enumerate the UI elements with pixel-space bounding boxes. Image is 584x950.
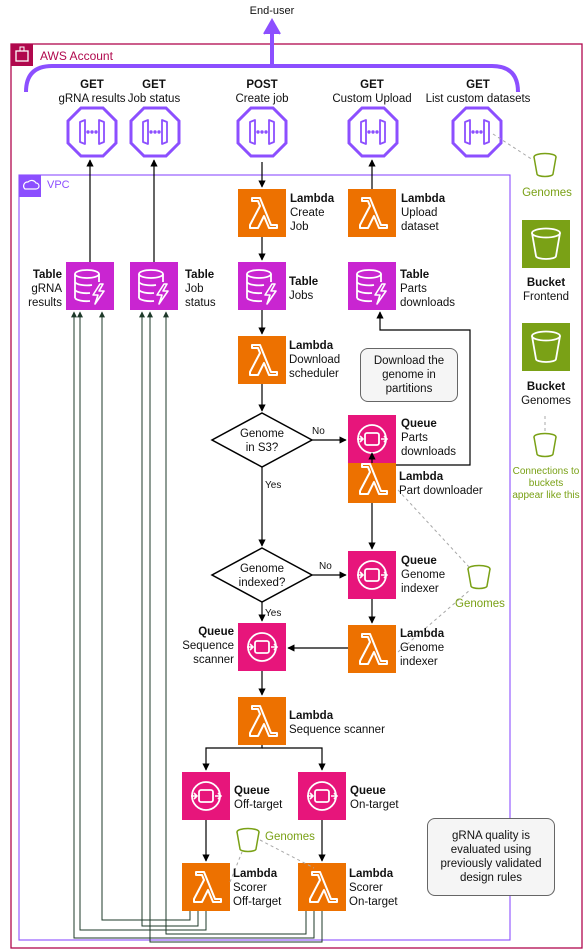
s3-small-icon — [236, 827, 260, 853]
sqs-queue-icon[interactable] — [237, 622, 287, 672]
s3-bucket-icon[interactable] — [521, 219, 571, 269]
yes-label: Yes — [265, 480, 282, 491]
yes-label: Yes — [265, 608, 282, 619]
note-grna-quality: gRNA quality is evaluated using previous… — [427, 818, 555, 896]
dynamodb-table-icon[interactable] — [237, 261, 287, 311]
lambda-icon[interactable] — [181, 862, 231, 912]
lambda-icon[interactable] — [237, 696, 287, 746]
genomes-bucket-label: Genomes — [522, 187, 572, 199]
lambda-icon[interactable] — [297, 862, 347, 912]
sqs-queue-icon[interactable] — [181, 771, 231, 821]
end-user-label: End-user — [249, 5, 295, 17]
api-gateway-icon[interactable] — [451, 106, 503, 158]
s3-small-icon — [533, 152, 557, 178]
vpc-boundary — [18, 174, 511, 941]
lambda-icon[interactable] — [347, 188, 397, 238]
api-gateway-icon[interactable] — [236, 106, 288, 158]
sqs-queue-icon[interactable] — [297, 771, 347, 821]
dynamodb-table-icon[interactable] — [65, 261, 115, 311]
lambda-icon[interactable] — [347, 624, 397, 674]
no-label: No — [319, 561, 332, 572]
bucket-legend-text: Connections to buckets appear like this — [512, 466, 580, 501]
no-label: No — [312, 426, 325, 437]
lambda-icon[interactable] — [237, 188, 287, 238]
s3-small-icon — [467, 564, 491, 590]
aws-account-boundary — [10, 43, 583, 949]
api-gateway-icon[interactable] — [66, 106, 118, 158]
vpc-icon — [19, 175, 41, 197]
s3-small-icon — [533, 432, 557, 458]
genomes-bucket-label: Genomes — [455, 598, 505, 610]
note-download-partitions: Download the genome in partitions — [360, 348, 458, 402]
s3-bucket-icon[interactable] — [521, 322, 571, 372]
vpc-label: VPC — [47, 179, 70, 191]
dynamodb-table-icon[interactable] — [347, 261, 397, 311]
aws-account-label: AWS Account — [40, 49, 113, 63]
genomes-bucket-label: Genomes — [265, 831, 315, 843]
api-gateway-icon[interactable] — [347, 106, 399, 158]
sqs-queue-icon[interactable] — [347, 550, 397, 600]
lambda-icon[interactable] — [237, 335, 287, 385]
api-gateway-icon[interactable] — [129, 106, 181, 158]
dynamodb-table-icon[interactable] — [129, 261, 179, 311]
